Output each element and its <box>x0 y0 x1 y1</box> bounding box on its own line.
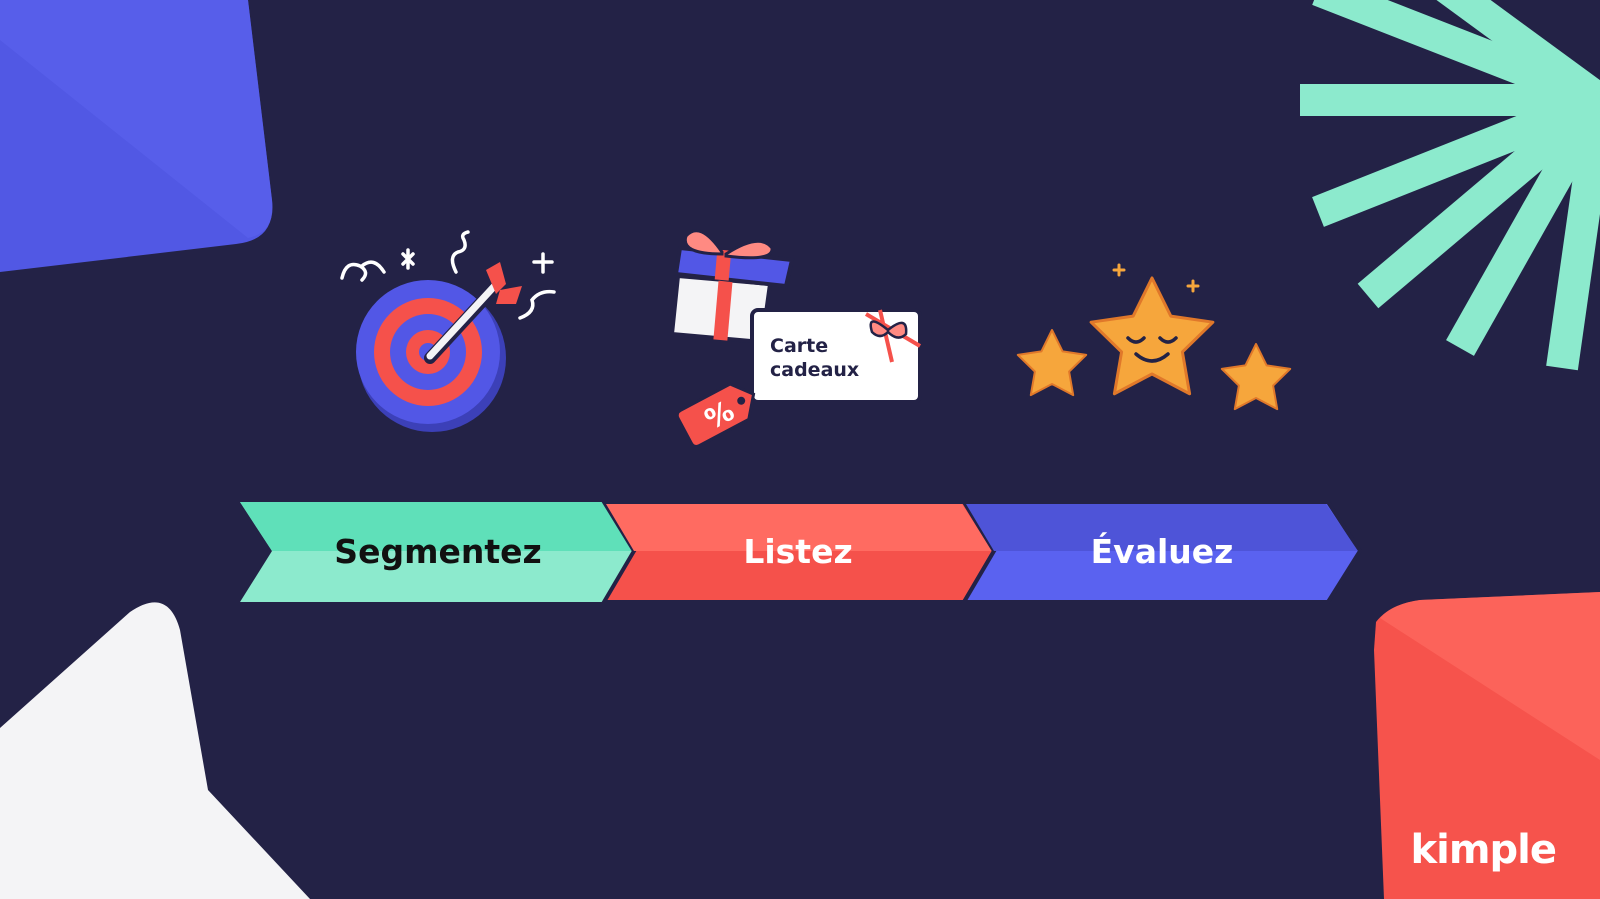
step-evaluez-label: Évaluez <box>1091 531 1234 571</box>
bottom-left-white-shape <box>0 602 310 899</box>
step-listez[interactable]: Listez <box>600 500 997 604</box>
rating-stars-icon <box>1016 263 1292 411</box>
step-segmentez[interactable]: Segmentez <box>240 502 634 602</box>
gift-card-icon: Carte cadeaux % <box>669 229 922 449</box>
target-arrow-icon <box>340 230 556 432</box>
gift-card-line-1: Carte <box>770 335 828 357</box>
step-evaluez[interactable]: Évaluez <box>960 500 1363 604</box>
brand-logo: kimple <box>1410 827 1557 873</box>
step-segmentez-label: Segmentez <box>334 532 541 571</box>
step-listez-label: Listez <box>743 532 852 571</box>
gift-card-line-2: cadeaux <box>770 359 859 381</box>
top-right-mint-burst <box>1300 0 1600 371</box>
